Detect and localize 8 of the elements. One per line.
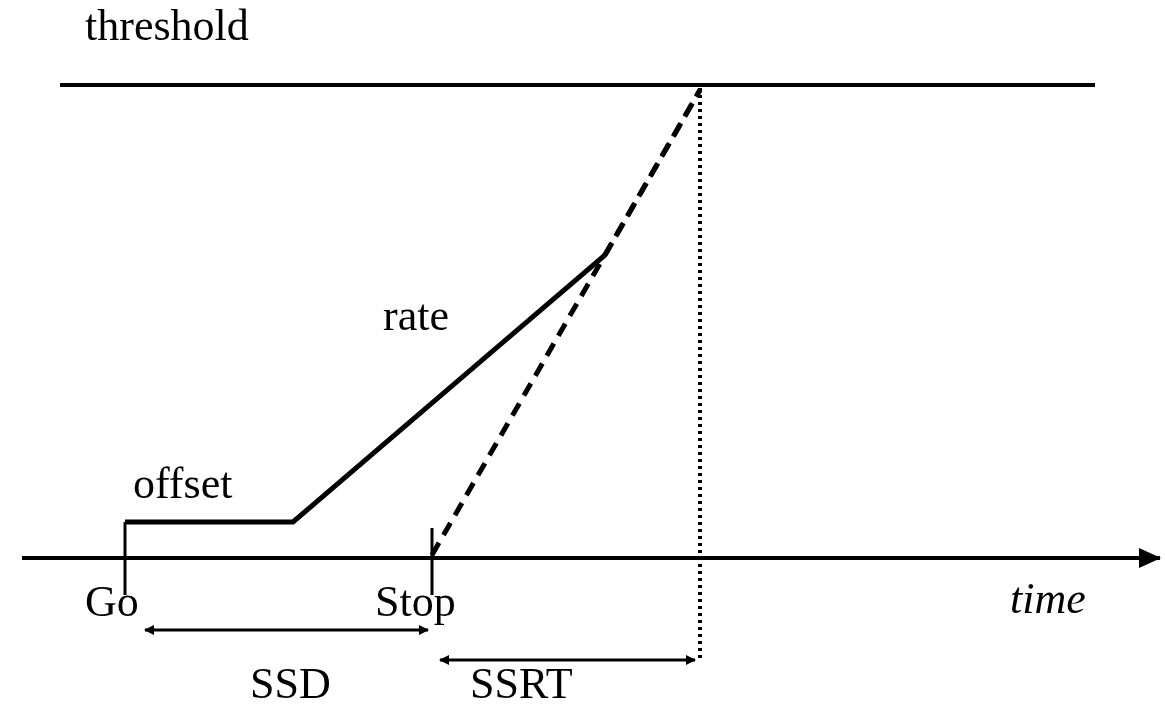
event-label: Go — [85, 578, 139, 626]
interval-label: SSRT — [470, 660, 573, 708]
axis-label: time — [1010, 575, 1086, 623]
event-label: Stop — [375, 578, 456, 626]
rate-label: rate — [383, 292, 449, 340]
threshold-label: threshold — [85, 2, 249, 50]
interval-label: SSD — [250, 660, 331, 708]
offset-label: offset — [133, 460, 233, 508]
